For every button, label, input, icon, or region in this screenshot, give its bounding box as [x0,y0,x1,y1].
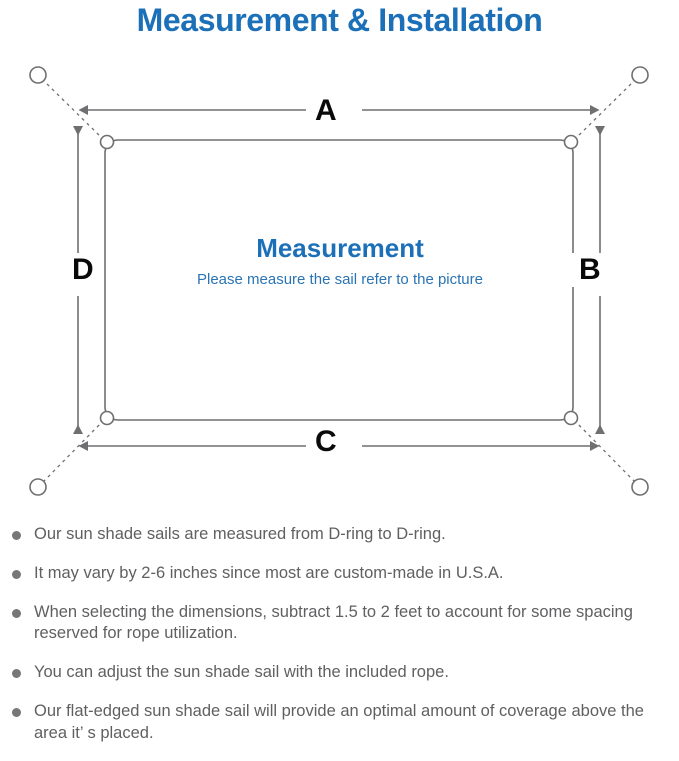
measurement-diagram: A B C D Measurement Please measure the s… [0,48,679,518]
list-item: When selecting the dimensions, subtract … [0,602,679,646]
d-ring-top-left [99,134,115,150]
page-title: Measurement & Installation [136,2,543,38]
anchor-point-top-right [631,66,649,84]
anchor-points [29,66,649,496]
bullet-icon [12,707,21,717]
dimension-label-c: C [306,425,346,459]
note-text: When selecting the dimensions, subtract … [34,602,633,643]
note-text: You can adjust the sun shade sail with t… [34,663,449,682]
bullet-icon [12,669,21,679]
bullet-icon [12,608,21,618]
rope-top-left [43,80,105,141]
rope-lines [43,80,635,482]
rope-bottom-right [573,419,635,482]
list-item: Our sun shade sails are measured from D-… [0,524,679,546]
page-root: Measurement & Installation [0,2,679,742]
bullet-icon [12,531,21,540]
diagram-svg [29,66,649,496]
note-text: Our sun shade sails are measured from D-… [34,525,446,543]
d-rings [99,134,579,426]
d-ring-bottom-left [99,410,115,426]
d-ring-bottom-right [563,410,579,426]
anchor-point-top-left [29,66,47,84]
notes-list: Our sun shade sails are measured from D-… [0,524,679,761]
rope-top-right [573,80,635,141]
diagram-center-heading: Measurement [256,233,424,263]
dimension-label-a: A [306,94,346,128]
anchor-point-bottom-right [631,478,649,496]
d-ring-top-right [563,134,579,150]
dimension-label-d: D [63,253,103,287]
list-item: Our flat-edged sun shade sail will provi… [0,701,679,745]
note-text: It may vary by 2-6 inches since most are… [34,563,504,582]
list-item: You can adjust the sun shade sail with t… [0,662,679,684]
diagram-center-subheading: Please measure the sail refer to the pic… [197,270,483,288]
list-item: It may vary by 2-6 inches since most are… [0,563,679,585]
diagram-center-caption: Measurement Please measure the sail refe… [120,234,560,289]
rope-bottom-left [43,419,105,482]
anchor-point-bottom-left [29,478,47,496]
note-text: Our flat-edged sun shade sail will provi… [34,701,644,742]
bullet-icon [12,569,21,579]
dimension-label-b: B [570,253,610,287]
